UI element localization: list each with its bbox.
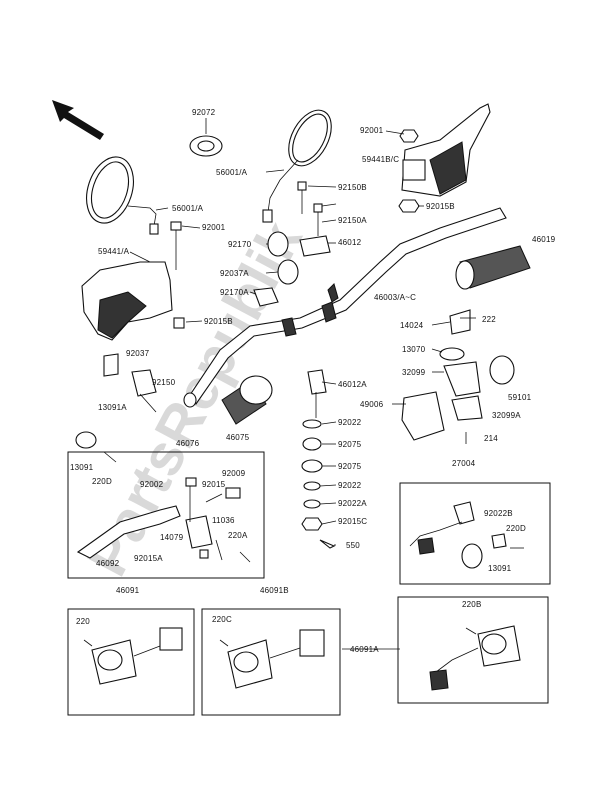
label-46091b: 46091B [260, 586, 289, 595]
label-92150b: 92150B [338, 183, 367, 192]
label-59441bc: 59441B/C [362, 155, 399, 164]
label-59101: 59101 [508, 393, 532, 402]
label-92001-right: 92001 [360, 126, 384, 135]
label-32099a: 32099A [492, 411, 521, 420]
left-hand-guard [81, 261, 173, 341]
stem-parts [301, 369, 336, 549]
label-92075-a: 92075 [338, 440, 362, 449]
throttle-assembly [401, 309, 515, 444]
switch-46091b [219, 629, 325, 689]
right-grip [455, 245, 531, 290]
left-clamp-parts [75, 353, 157, 463]
front-direction-arrow [52, 100, 104, 140]
label-92015: 92015 [202, 480, 226, 489]
label-46091: 46091 [116, 586, 140, 595]
label-220c: 220C [212, 615, 232, 624]
label-56001a-left: 56001/A [172, 204, 204, 213]
label-49006: 49006 [360, 400, 384, 409]
label-13070: 13070 [402, 345, 426, 354]
switch-box-46091 [67, 608, 195, 716]
label-13091a: 13091A [98, 403, 127, 412]
label-92015b-right: 92015B [426, 202, 455, 211]
label-220: 220 [76, 617, 90, 626]
label-92170: 92170 [228, 240, 252, 249]
label-14024: 14024 [400, 321, 424, 330]
clutch-lever [76, 477, 251, 563]
label-92022-b: 92022 [338, 481, 362, 490]
label-220d: 220D [92, 477, 112, 486]
switch-box-27004 [399, 482, 551, 585]
label-220d-box: 220D [506, 524, 526, 533]
label-222: 222 [482, 315, 496, 324]
bolts-top [170, 129, 420, 329]
part-labels: 92072 92001 56001/A 59441B/C 92150B 9201… [70, 108, 556, 654]
label-32099: 32099 [402, 368, 426, 377]
label-92170a: 92170A [220, 288, 249, 297]
label-46019: 46019 [532, 235, 556, 244]
label-92002: 92002 [140, 480, 164, 489]
switch-46091 [83, 627, 183, 685]
left-mirror [86, 156, 159, 235]
label-92075-b: 92075 [338, 462, 362, 471]
label-92022a: 92022A [338, 499, 367, 508]
label-13091: 13091 [488, 564, 512, 573]
label-46075: 46075 [226, 433, 250, 442]
label-92009: 92009 [222, 469, 246, 478]
label-46003ac: 46003/A~C [374, 293, 416, 302]
label-92015b-left: 92015B [204, 317, 233, 326]
right-mirror [262, 109, 332, 223]
switch-27004 [409, 501, 524, 569]
label-220b: 220B [462, 600, 481, 609]
label-46076: 46076 [176, 439, 200, 448]
switch-box-46091b [201, 608, 341, 716]
label-92022b: 92022B [484, 509, 513, 518]
clamps-upper [253, 231, 331, 307]
label-92150: 92150 [152, 378, 176, 387]
label-92072: 92072 [192, 108, 216, 117]
label-92037: 92037 [126, 349, 150, 358]
label-92015a: 92015A [134, 554, 163, 563]
label-11036: 11036 [212, 516, 235, 525]
label-220a: 220A [228, 531, 248, 540]
clutch-lever-box [67, 451, 265, 579]
clamp-92072 [189, 135, 223, 157]
switch-46091a [429, 625, 521, 691]
left-grip [221, 375, 273, 425]
label-92037a: 92037A [220, 269, 249, 278]
handlebar [183, 207, 507, 408]
label-550: 550 [346, 541, 360, 550]
label-46092: 46092 [96, 559, 120, 568]
label-46012a: 46012A [338, 380, 367, 389]
label-92150a: 92150A [338, 216, 367, 225]
label-92001-left: 92001 [202, 223, 226, 232]
label-27004: 27004 [452, 459, 476, 468]
right-hand-guard [401, 103, 491, 197]
label-92015c: 92015C [338, 517, 367, 526]
label-214: 214 [484, 434, 498, 443]
label-13091-left: 13091 [70, 463, 94, 472]
label-56001a-right: 56001/A [216, 168, 248, 177]
label-14079: 14079 [160, 533, 184, 542]
label-92022-a: 92022 [338, 418, 362, 427]
switch-box-46091a [397, 596, 549, 704]
label-59441a: 59441/A [98, 247, 130, 256]
leader-lines [129, 118, 451, 650]
label-46091a: 46091A [350, 645, 379, 654]
label-46012: 46012 [338, 238, 362, 247]
